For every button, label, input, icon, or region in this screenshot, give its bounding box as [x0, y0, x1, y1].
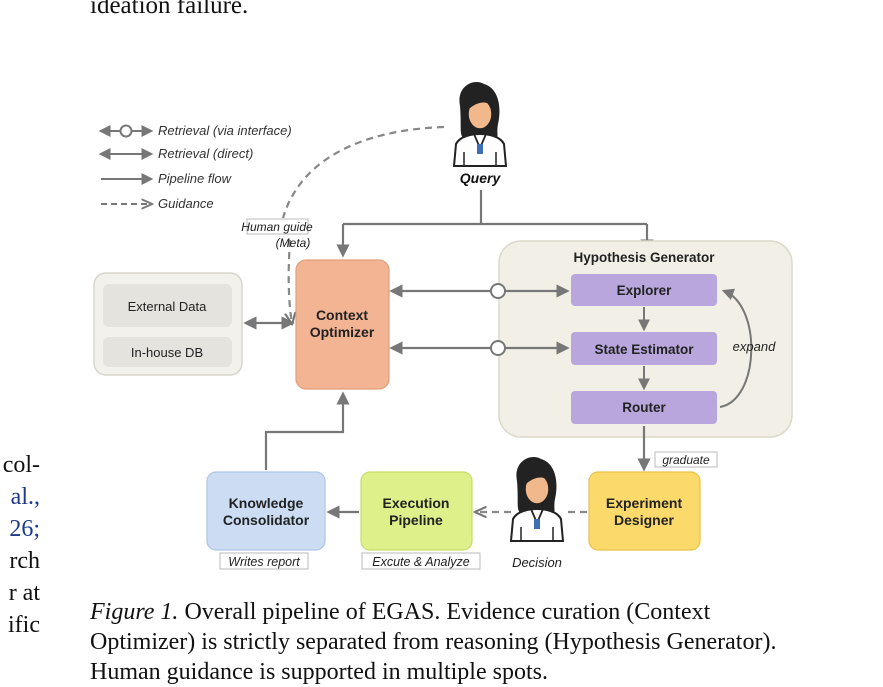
- svg-text:Experiment: Experiment: [606, 495, 683, 511]
- hypothesis-generator-title: Hypothesis Generator: [573, 250, 715, 265]
- human-guide-meta-label: (Meta): [276, 236, 311, 250]
- writes-report-label: Writes report: [228, 555, 300, 569]
- expand-label: expand: [733, 339, 776, 354]
- svg-text:Router: Router: [622, 400, 666, 415]
- left-citation-fragment[interactable]: al.,: [10, 484, 40, 510]
- figure-caption: Figure 1. Overall pipeline of EGAS. Evid…: [90, 597, 810, 687]
- legend-pipeline-flow: Pipeline flow: [101, 171, 233, 186]
- caption-label: Figure 1.: [90, 599, 179, 625]
- legend-retrieval-interface: Retrieval (via interface): [98, 123, 292, 138]
- svg-text:Designer: Designer: [614, 512, 674, 528]
- svg-text:Execution: Execution: [383, 495, 450, 511]
- scientist-icon: [452, 82, 508, 167]
- legend-label: Guidance: [158, 196, 214, 211]
- legend-retrieval-direct: Retrieval (direct): [98, 146, 253, 161]
- left-citation-fragment[interactable]: 26;: [9, 516, 40, 542]
- left-text-fragment: rch: [9, 548, 40, 574]
- left-text-fragment: ific: [8, 612, 40, 638]
- data-sources-group: External Data In-house DB: [93, 272, 243, 376]
- graduate-label: graduate: [662, 453, 710, 467]
- svg-text:Explorer: Explorer: [617, 283, 673, 298]
- excute-analyze-label: Excute & Analyze: [372, 555, 470, 569]
- legend-label: Retrieval (via interface): [158, 123, 292, 138]
- hypothesis-generator-group: Hypothesis Generator Explorer State Esti…: [498, 240, 793, 438]
- query-label: Query: [460, 170, 502, 186]
- decision-label: Decision: [512, 555, 562, 570]
- explorer-node: [571, 274, 717, 306]
- state-estimator-node: [571, 332, 717, 365]
- legend-label: Pipeline flow: [158, 171, 233, 186]
- execution-pipeline-node: Execution Pipeline: [360, 471, 473, 551]
- pipeline-diagram: Retrieval (via interface) Retrieval (dir…: [93, 82, 793, 570]
- left-text-fragment: r at: [8, 580, 40, 606]
- legend: Retrieval (via interface) Retrieval (dir…: [98, 123, 292, 211]
- svg-text:State Estimator: State Estimator: [594, 342, 694, 357]
- svg-text:Pipeline: Pipeline: [389, 512, 443, 528]
- context-optimizer-node: Context Optimizer: [295, 259, 390, 390]
- router-node: [571, 391, 717, 424]
- svg-text:Knowledge: Knowledge: [229, 495, 304, 511]
- svg-text:Context: Context: [316, 307, 368, 323]
- guidance-curve-lower: [289, 239, 292, 323]
- guidance-curve: [281, 125, 445, 219]
- decision-scientist-icon: [509, 457, 565, 542]
- legend-guidance: Guidance: [101, 196, 214, 211]
- external-data-label: External Data: [128, 299, 208, 314]
- left-text-fragment: col-: [2, 452, 40, 478]
- svg-text:Consolidator: Consolidator: [223, 512, 310, 528]
- svg-text:Optimizer: Optimizer: [310, 324, 375, 340]
- caption-text: Overall pipeline of EGAS. Evidence curat…: [90, 599, 777, 685]
- expand-loop: [719, 288, 753, 408]
- legend-label: Retrieval (direct): [158, 146, 253, 161]
- inhouse-db-label: In-house DB: [131, 345, 203, 360]
- experiment-designer-node: Experiment Designer: [588, 471, 701, 551]
- body-text-top: ideation failure.: [90, 0, 249, 19]
- knowledge-consolidator-node: Knowledge Consolidator: [206, 471, 326, 551]
- human-guide-label: Human guide: [241, 220, 313, 234]
